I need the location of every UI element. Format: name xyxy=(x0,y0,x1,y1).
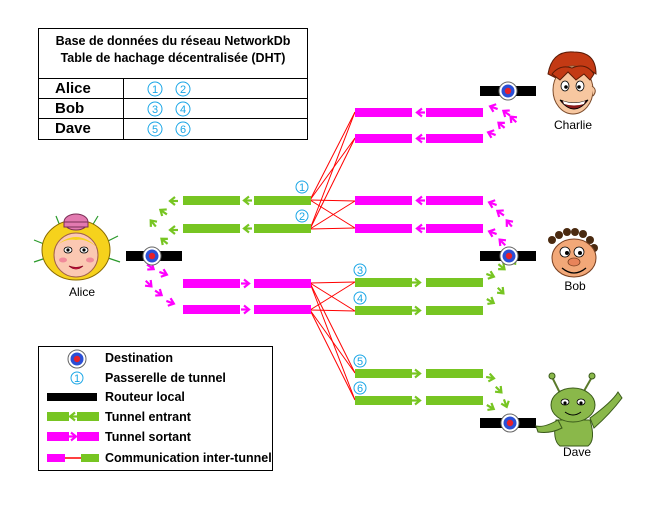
dht-row-bob: Bob 3 4 xyxy=(39,98,307,119)
dht-divider xyxy=(123,99,124,119)
legend-gateway: Passerelle de tunnel xyxy=(105,371,226,385)
bob-router xyxy=(480,246,536,266)
svg-text:6: 6 xyxy=(180,124,186,136)
legend-inbound: Tunnel entrant xyxy=(105,410,191,424)
charlie-outbound-tunnels xyxy=(355,101,521,144)
charlie-avatar xyxy=(547,51,597,115)
dht-title: Base de données du réseau NetworkDb Tabl… xyxy=(39,33,307,67)
dht-row-gateways: 5 6 xyxy=(147,121,191,137)
alice-label: Alice xyxy=(69,285,95,299)
legend-outbound: Tunnel sortant xyxy=(105,430,191,444)
destination-icon xyxy=(67,349,87,369)
charlie-router xyxy=(480,81,536,101)
outbound-tunnel-icon xyxy=(47,431,99,442)
dht-row-gateways: 3 4 xyxy=(147,101,191,117)
dht-row-dave: Dave 5 6 xyxy=(39,118,307,139)
dave-router xyxy=(480,413,536,433)
alice-inbound-tunnels xyxy=(146,195,311,249)
bob-outbound-tunnels xyxy=(355,195,517,250)
bob-inbound-tunnels xyxy=(355,253,520,316)
inbound-tunnel-icon xyxy=(47,411,99,422)
svg-text:3: 3 xyxy=(357,265,363,277)
gateway-markers: 1 2 3 4 5 6 xyxy=(295,180,367,395)
gateway-2: 2 xyxy=(295,209,309,223)
legend: 1 Destination Passerelle de tunnel Route… xyxy=(38,346,273,471)
gateway-1: 1 xyxy=(295,180,309,194)
svg-text:6: 6 xyxy=(357,383,363,395)
dave-label: Dave xyxy=(563,445,591,459)
legend-destination: Destination xyxy=(105,351,174,365)
dht-title-line2: Table de hachage décentralisée (DHT) xyxy=(60,51,286,65)
dht-table: Base de données du réseau NetworkDb Tabl… xyxy=(38,28,308,140)
gateway-4: 4 xyxy=(353,291,367,305)
router-icon xyxy=(47,393,97,401)
svg-text:2: 2 xyxy=(180,84,186,96)
svg-text:2: 2 xyxy=(299,211,305,223)
gateway-6: 6 xyxy=(353,381,367,395)
dht-row-name: Dave xyxy=(55,120,91,137)
svg-text:3: 3 xyxy=(152,104,158,116)
legend-router: Routeur local xyxy=(105,390,185,404)
legend-inter-tunnel: Communication inter-tunnel xyxy=(105,451,272,465)
dht-row-alice: Alice 1 2 xyxy=(39,78,307,99)
gateway-5: 5 xyxy=(353,354,367,368)
dht-divider xyxy=(123,119,124,139)
dave-avatar xyxy=(535,372,623,447)
svg-text:1: 1 xyxy=(74,373,80,385)
svg-text:1: 1 xyxy=(299,182,305,194)
dht-row-gateways: 1 2 xyxy=(147,81,191,97)
dht-row-name: Alice xyxy=(55,80,91,97)
charlie-label: Charlie xyxy=(554,118,592,132)
dht-divider xyxy=(123,79,124,99)
inter-tunnel-icon xyxy=(47,454,99,462)
svg-text:5: 5 xyxy=(152,124,158,136)
dave-inbound-tunnels xyxy=(355,368,512,414)
svg-text:4: 4 xyxy=(180,104,186,116)
bob-label: Bob xyxy=(564,279,586,293)
svg-text:5: 5 xyxy=(357,356,363,368)
gateway-3: 3 xyxy=(353,263,367,277)
alice-outbound-tunnels xyxy=(141,260,311,315)
bob-avatar xyxy=(548,228,598,278)
svg-text:4: 4 xyxy=(357,293,363,305)
svg-text:1: 1 xyxy=(152,84,158,96)
legend-symbols: 1 xyxy=(47,349,99,462)
dht-row-name: Bob xyxy=(55,100,85,117)
inter-tunnel-links xyxy=(309,111,356,401)
alice-avatar xyxy=(33,213,121,281)
dht-title-line1: Base de données du réseau NetworkDb xyxy=(55,34,291,48)
gateway-icon: 1 xyxy=(70,371,84,385)
alice-router xyxy=(126,246,182,266)
